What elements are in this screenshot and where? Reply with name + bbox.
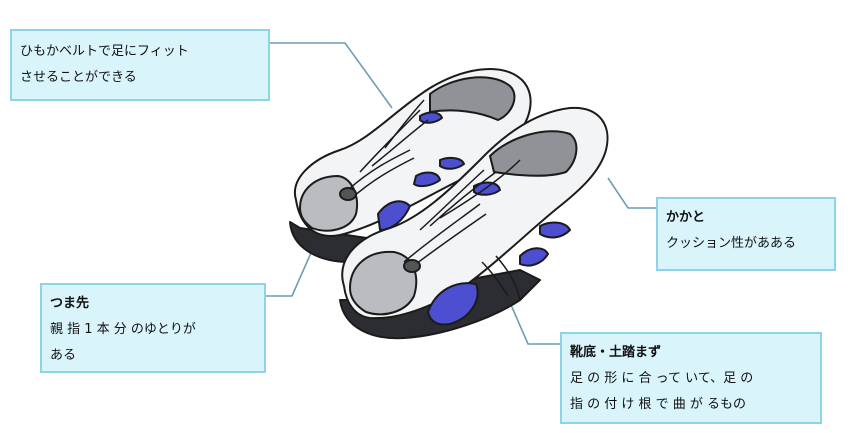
leader-lines [266,42,656,345]
callout-sole-line-1: 足 の 形 に 合 って いて、足 の [570,371,754,386]
callout-strap-line-1: ひもかベルトで足にフィット [20,44,189,59]
callout-toe-line-2: ある [50,348,77,363]
callout-toe: つま先 親 指 1 本 分 のゆとりが ある [40,283,266,373]
callout-heel-line-1: クッション性があある [666,236,797,251]
callout-sole-title: 靴底・土踏まず [570,345,662,360]
callout-heel: かかと クッション性があある [656,197,836,271]
callout-strap: ひもかベルトで足にフィット させることができる [10,29,270,101]
callout-sole: 靴底・土踏まず 足 の 形 に 合 って いて、足 の 指 の 付 け 根 で … [560,332,822,424]
callout-strap-line-2: させることができる [20,70,137,85]
leader-line-heel [607,177,656,209]
callout-toe-title: つま先 [50,296,90,311]
callout-toe-line-1: 親 指 1 本 分 のゆとりが [50,322,196,337]
leader-line-sole [507,297,560,345]
callout-heel-title: かかと [666,210,706,225]
leader-line-toe [266,245,315,297]
front-shoe [339,106,609,340]
callout-sole-line-2: 指 の 付 け 根 で 曲 が るもの [570,397,747,412]
leader-line-strap [270,42,393,109]
